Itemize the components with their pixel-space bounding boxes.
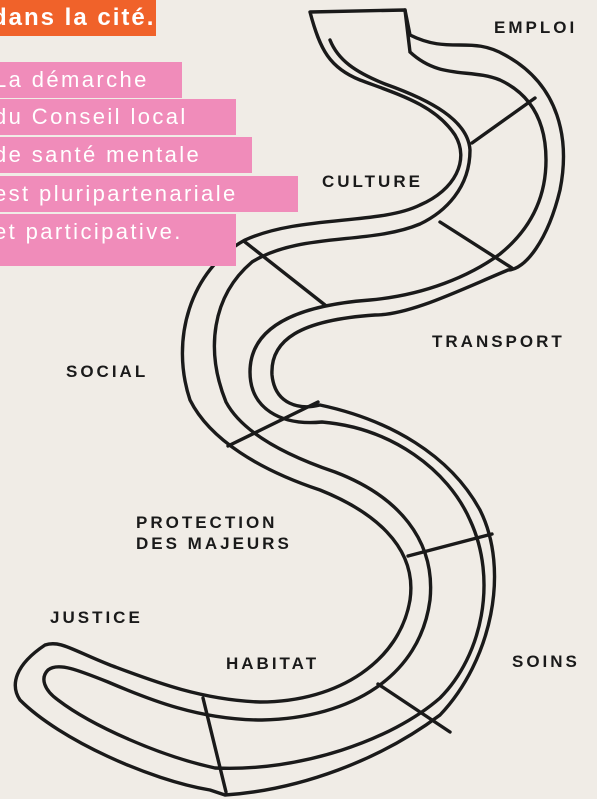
divider-habitat-justice xyxy=(201,696,228,794)
intro-line-4-text: est pluripartenariale xyxy=(0,181,238,206)
label-soins: SOINS xyxy=(512,652,580,671)
intro-line-3: de santé mentale xyxy=(0,137,252,173)
divider-emploi-culture xyxy=(470,96,537,145)
label-protection: PROTECTION DES MAJEURS xyxy=(136,512,292,554)
divider-soins-habitat xyxy=(376,682,452,734)
intro-line-5-text: et participative. xyxy=(0,219,183,244)
label-protection-line-2: DES MAJEURS xyxy=(136,534,292,553)
header-banner-text: dans la cité. xyxy=(0,4,156,31)
label-emploi: EMPLOI xyxy=(494,18,578,37)
divider-transport-social xyxy=(243,240,327,307)
label-justice: JUSTICE xyxy=(50,608,143,627)
intro-line-3-text: de santé mentale xyxy=(0,142,202,167)
divider-culture-transport xyxy=(438,220,514,270)
label-social: SOCIAL xyxy=(66,362,149,381)
header-banner: dans la cité. xyxy=(0,0,156,36)
intro-line-5: et participative. xyxy=(0,214,236,266)
road-inner-line xyxy=(42,8,548,771)
divider-social-protection xyxy=(226,400,320,448)
label-transport: TRANSPORT xyxy=(432,332,565,351)
intro-line-4: est pluripartenariale xyxy=(0,176,298,212)
intro-line-2-text: du Conseil local xyxy=(0,104,188,129)
intro-line-2: du Conseil local xyxy=(0,99,236,135)
label-habitat: HABITAT xyxy=(226,654,320,673)
road-outer-edge xyxy=(13,8,566,797)
intro-line-1-text: La démarche xyxy=(0,67,149,92)
label-culture: CULTURE xyxy=(322,172,423,191)
intro-line-1: La démarche xyxy=(0,62,182,98)
label-protection-line-1: PROTECTION xyxy=(136,513,278,532)
